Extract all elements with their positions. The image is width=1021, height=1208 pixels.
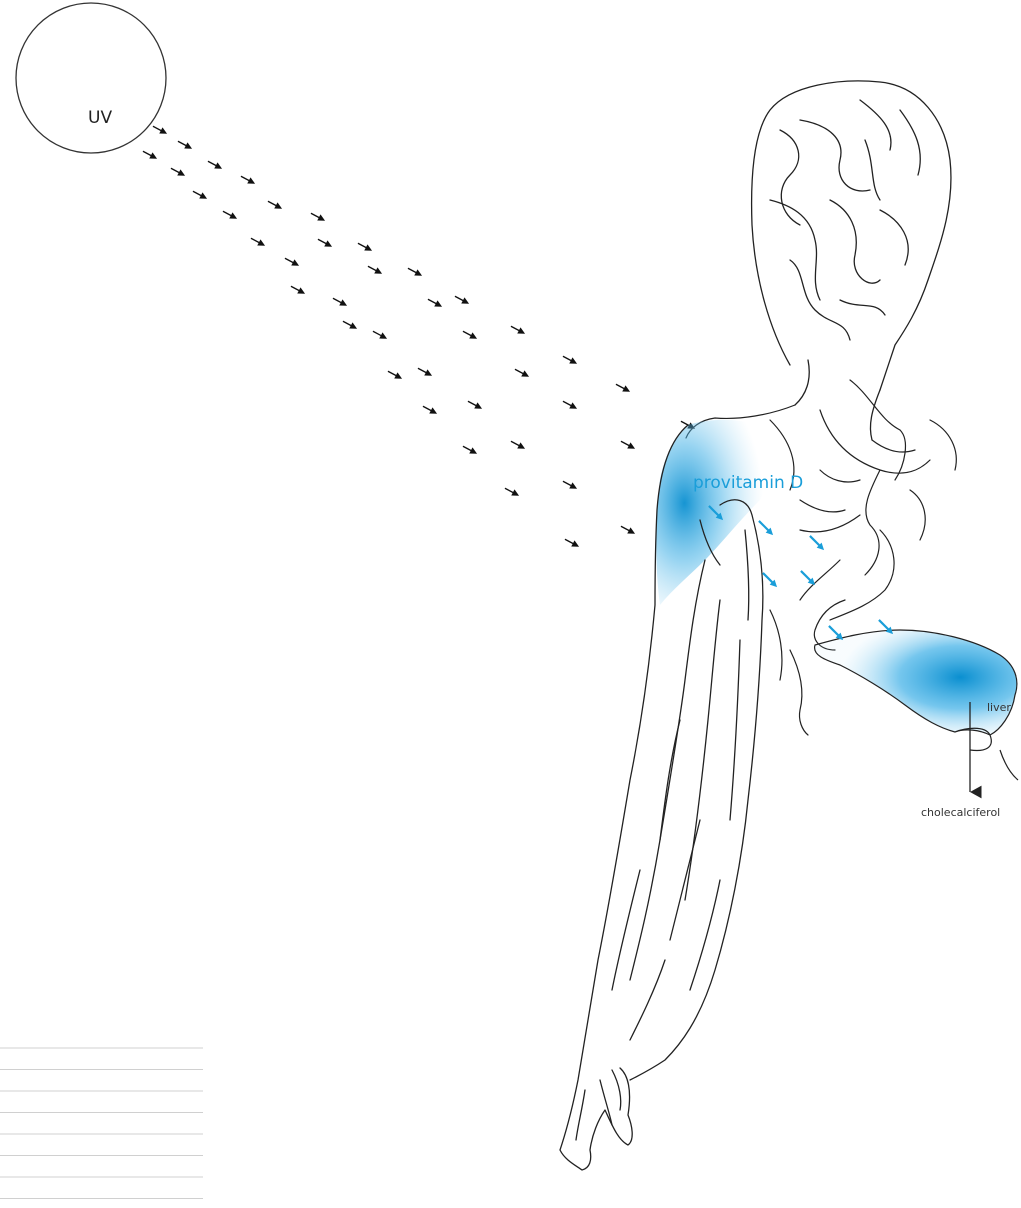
arrow-icon [366, 263, 383, 277]
arrow-icon [461, 443, 478, 457]
uv-rays [141, 123, 696, 550]
arrow-icon [289, 283, 306, 297]
arrow-icon [563, 536, 580, 550]
arrow-icon [513, 366, 530, 380]
arrow-icon [461, 328, 478, 342]
arrow-icon [191, 188, 208, 202]
provitamin-label: provitamin D [693, 473, 803, 493]
arrow-icon [176, 138, 193, 152]
arrow-icon [453, 293, 470, 307]
arrow-icon [561, 398, 578, 412]
arrow-icon [509, 438, 526, 452]
uv-label: UV [88, 108, 112, 128]
liver-label: liver [987, 701, 1011, 714]
arrow-icon [426, 296, 443, 310]
arrow-icon [206, 158, 223, 172]
arrow-icon [798, 568, 817, 587]
arrow-icon [249, 235, 266, 249]
arrow-icon [239, 173, 256, 187]
arrow-icon [614, 381, 631, 395]
arrow-icon [151, 123, 168, 137]
uv-source: UV [16, 3, 166, 153]
arrow-icon [316, 236, 333, 250]
ruled-lines [0, 1048, 203, 1199]
arrow-icon [619, 438, 636, 452]
arrow-icon [619, 523, 636, 537]
arrow-icon [341, 318, 358, 332]
head-outline [752, 81, 951, 440]
arrow-icon [309, 210, 326, 224]
arrow-icon [331, 295, 348, 309]
arrow-icon [509, 323, 526, 337]
arrow-icon [421, 403, 438, 417]
arrow-icon [266, 198, 283, 212]
arrow-icon [416, 365, 433, 379]
arrow-icon [371, 328, 388, 342]
arrow-icon [141, 148, 158, 162]
arrow-icon [756, 518, 775, 537]
sun-circle-icon [16, 3, 166, 153]
arrow-icon [221, 208, 238, 222]
arrow-icon [561, 353, 578, 367]
shoulder-skin-region [656, 420, 769, 605]
arrow-icon [386, 368, 403, 382]
cholecalciferol-label: cholecalciferol [921, 806, 1000, 819]
arrow-icon [283, 255, 300, 269]
arrow-icon [406, 265, 423, 279]
arrow-icon [466, 398, 483, 412]
arrow-icon [561, 478, 578, 492]
arrow-icon [807, 533, 826, 552]
arrow-icon [169, 165, 186, 179]
arrow-icon [356, 240, 373, 254]
arrow-icon [503, 485, 520, 499]
